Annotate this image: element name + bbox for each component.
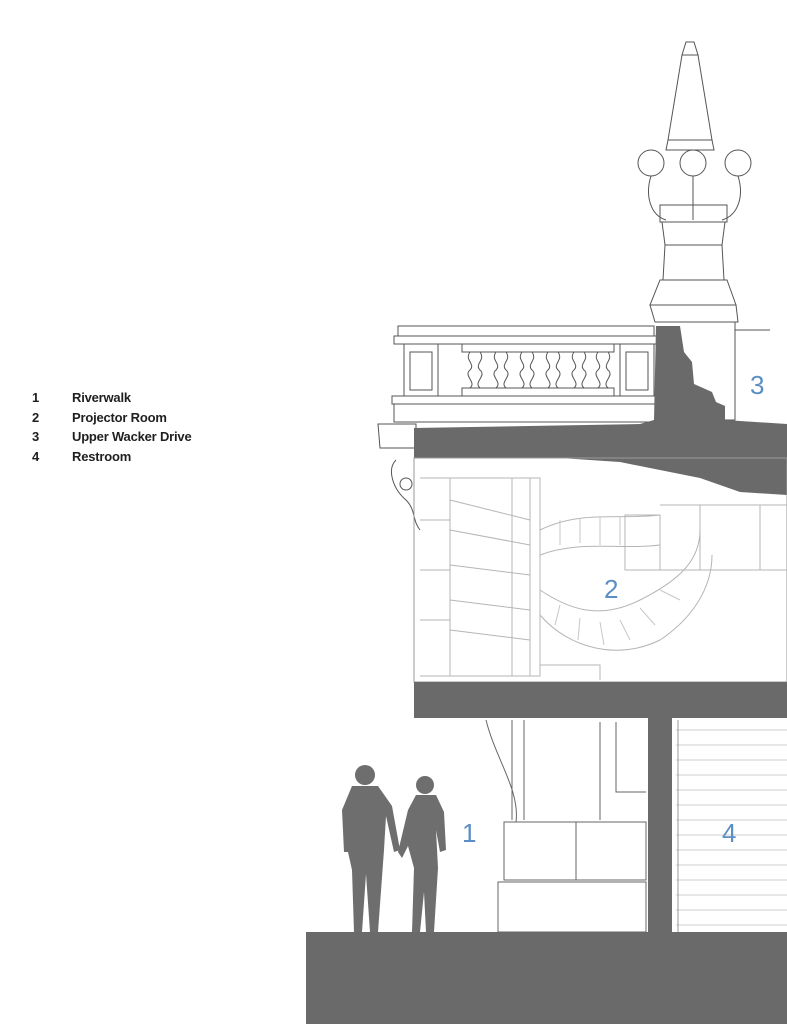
legend: 1 Riverwalk 2 Projector Room 3 Upper Wacker… [32,388,192,467]
legend-item: 4 Restroom [32,447,191,467]
legend-label: Upper Wacker Drive [72,429,192,445]
restroom-blinds [676,720,787,932]
callout-upper-wacker-drive: 3 [750,370,764,400]
legend-label: Riverwalk [72,390,131,406]
legend-item: 3 Upper Wacker Drive [32,427,192,447]
legend-label: Restroom [72,448,132,464]
legend-number: 3 [32,429,40,445]
upper-slab [414,326,787,495]
baluster-row [467,351,611,389]
callout-riverwalk: 1 [462,818,476,848]
legend-number: 4 [32,448,40,464]
column [648,718,672,932]
lower-slab [414,682,787,718]
riverwalk-structure [485,719,647,933]
callout-restroom: 4 [722,818,736,848]
callout-projector-room: 2 [604,574,618,604]
lamp-post [637,41,770,421]
ground [306,932,787,1024]
legend-number: 1 [32,390,40,406]
legend-label: Projector Room [72,409,167,425]
legend-item: 1 Riverwalk [32,388,191,408]
legend-number: 2 [32,409,40,425]
legend-item: 2 Projector Room [32,408,191,428]
projector-room [413,457,787,683]
people-silhouette [342,765,446,932]
